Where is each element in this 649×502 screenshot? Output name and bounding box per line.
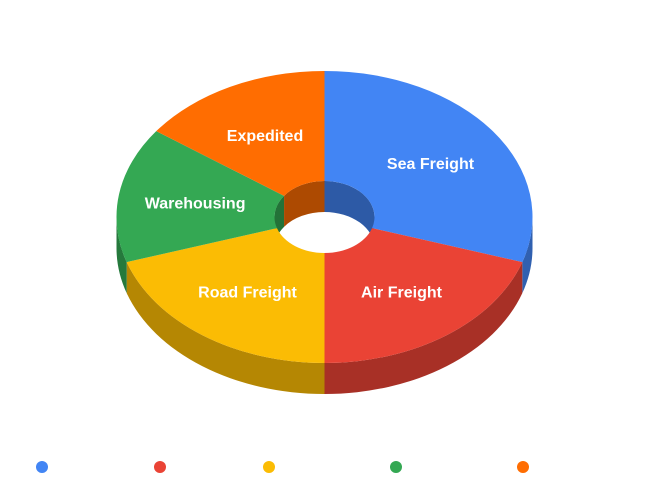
slice-side-1 — [324, 262, 523, 395]
legend-marker-1 — [154, 461, 166, 473]
legend-item-0[interactable] — [36, 459, 48, 475]
slice-tops — [116, 71, 533, 363]
legend-item-3[interactable] — [390, 459, 402, 475]
slice-sides — [116, 217, 533, 395]
slice-side-2 — [126, 262, 325, 394]
slice-side-0 — [522, 217, 533, 294]
slice-warehousing — [116, 131, 285, 263]
legend-marker-4 — [517, 461, 529, 473]
slice-label-1: Air Freight — [361, 284, 443, 301]
slice-label-4: Expedited — [227, 128, 303, 145]
slice-expedited — [156, 71, 325, 196]
slice-label-2: Road Freight — [198, 284, 297, 301]
slice-inner-wall-4-0 — [284, 181, 325, 227]
slice-air-freight — [324, 228, 523, 363]
slice-label-3: Warehousing — [145, 196, 246, 213]
slice-road-freight — [126, 228, 325, 363]
legend-marker-3 — [390, 461, 402, 473]
legend-marker-0 — [36, 461, 48, 473]
slice-sea-freight — [324, 71, 533, 263]
legend-item-1[interactable] — [154, 459, 166, 475]
slice-inner-wall-0-0 — [324, 181, 375, 248]
chart-legend — [0, 459, 649, 475]
slice-label-0: Sea Freight — [387, 156, 475, 173]
legend-marker-2 — [263, 461, 275, 473]
legend-item-4[interactable] — [517, 459, 529, 475]
legend-item-2[interactable] — [263, 459, 275, 475]
slice-side-3 — [116, 217, 127, 294]
